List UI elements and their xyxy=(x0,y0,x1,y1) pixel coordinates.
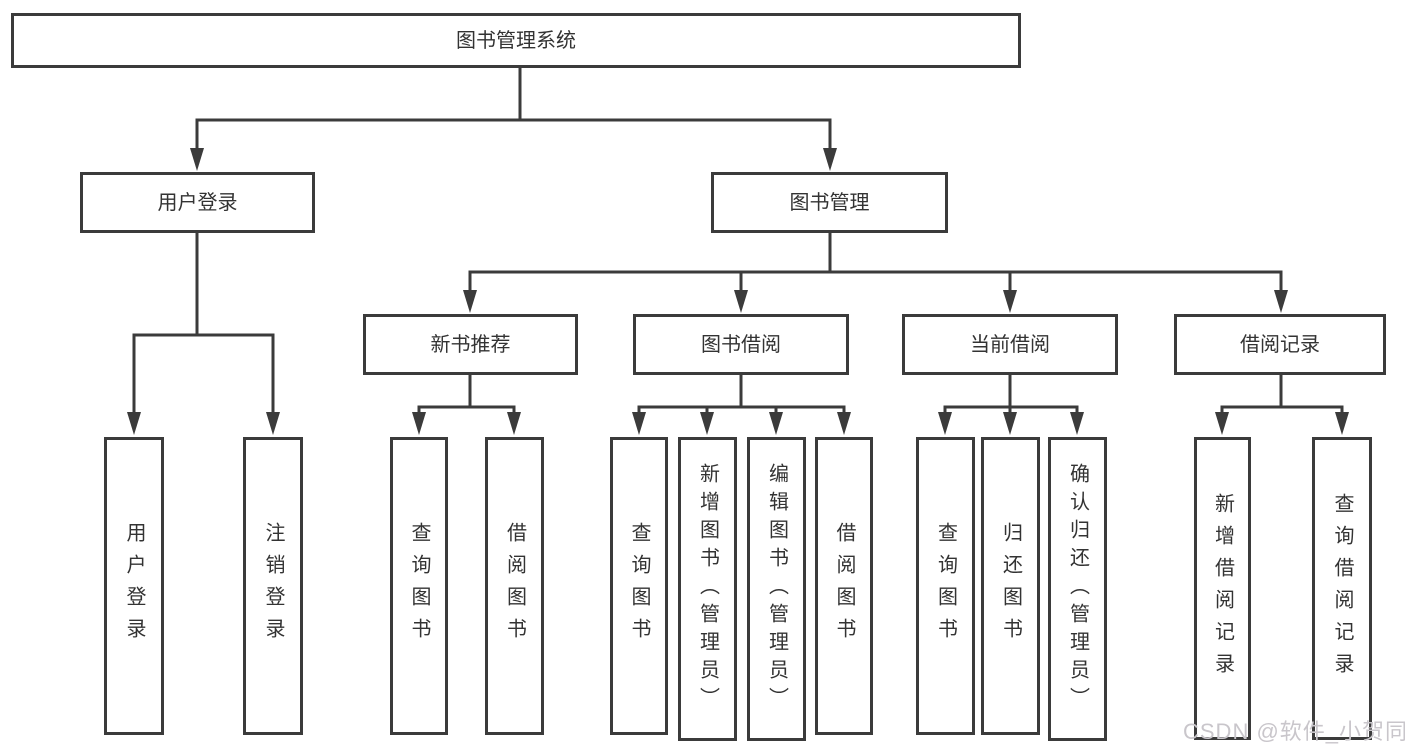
leaf-query-books-borrow-label: 查询图书 xyxy=(628,522,650,650)
node-current-borrow: 当前借阅 xyxy=(902,314,1118,375)
node-book-management: 图书管理 xyxy=(711,172,948,233)
arrow-head xyxy=(769,412,783,435)
leaf-query-books-current-label: 查询图书 xyxy=(934,522,957,650)
leaf-return-books: 归还图书 xyxy=(981,437,1040,735)
node-user-login-label: 用户登录 xyxy=(157,191,238,214)
arrow-head xyxy=(127,412,141,435)
leaf-add-borrow-record: 新增借阅记录 xyxy=(1194,437,1251,740)
arrow-head xyxy=(938,412,952,435)
leaf-query-borrow-record-label: 查询借阅记录 xyxy=(1331,492,1353,685)
leaf-logout-label: 注销登录 xyxy=(262,522,284,650)
arrow-head xyxy=(632,412,646,435)
leaf-borrow-books-recommend: 借阅图书 xyxy=(485,437,544,735)
arrow-head xyxy=(1335,412,1349,435)
leaf-query-books-current: 查询图书 xyxy=(916,437,975,735)
node-new-book-recommend: 新书推荐 xyxy=(363,314,578,375)
leaf-add-book-admin-label: 新增图书（管理员） xyxy=(696,463,719,715)
arrow-head xyxy=(1070,412,1084,435)
csdn-watermark: CSDN @软件_小贺同学 xyxy=(1183,719,1405,744)
leaf-return-books-label: 归还图书 xyxy=(999,522,1022,650)
node-borrow-record-label: 借阅记录 xyxy=(1240,333,1320,356)
leaf-query-books-recommend: 查询图书 xyxy=(390,437,448,735)
leaf-edit-book-admin-label: 编辑图书（管理员） xyxy=(765,463,788,715)
leaf-user-login-label: 用户登录 xyxy=(123,522,145,650)
leaf-borrow-books-label: 借阅图书 xyxy=(833,522,855,650)
node-root: 图书管理系统 xyxy=(11,13,1021,68)
leaf-query-books-borrow: 查询图书 xyxy=(610,437,668,735)
leaf-add-book-admin: 新增图书（管理员） xyxy=(678,437,737,741)
node-user-login: 用户登录 xyxy=(80,172,315,233)
leaf-confirm-return-admin: 确认归还（管理员） xyxy=(1048,437,1107,741)
arrow-head xyxy=(507,412,521,435)
leaf-borrow-books: 借阅图书 xyxy=(815,437,873,735)
node-book-management-label: 图书管理 xyxy=(789,191,870,214)
arrow-head xyxy=(463,290,477,313)
node-new-book-recommend-label: 新书推荐 xyxy=(430,333,511,356)
leaf-confirm-return-admin-label: 确认归还（管理员） xyxy=(1066,463,1089,715)
arrow-head xyxy=(1003,412,1017,435)
arrow-head xyxy=(837,412,851,435)
arrow-head xyxy=(190,148,204,171)
node-book-borrow-label: 图书借阅 xyxy=(701,333,781,356)
arrow-head xyxy=(412,412,426,435)
node-root-label: 图书管理系统 xyxy=(456,29,576,52)
arrow-head xyxy=(1003,290,1017,313)
arrow-head xyxy=(1274,290,1288,313)
arrow-head xyxy=(1215,412,1229,435)
arrow-head xyxy=(266,412,280,435)
node-current-borrow-label: 当前借阅 xyxy=(970,333,1050,356)
leaf-edit-book-admin: 编辑图书（管理员） xyxy=(747,437,806,741)
leaf-add-borrow-record-label: 新增借阅记录 xyxy=(1211,492,1234,685)
arrow-head xyxy=(700,412,714,435)
leaf-query-borrow-record: 查询借阅记录 xyxy=(1312,437,1372,740)
leaf-user-login: 用户登录 xyxy=(104,437,164,735)
arrow-head xyxy=(734,290,748,313)
leaf-query-books-recommend-label: 查询图书 xyxy=(408,522,430,650)
node-book-borrow: 图书借阅 xyxy=(633,314,849,375)
leaf-logout: 注销登录 xyxy=(243,437,303,735)
arrow-head xyxy=(823,148,837,171)
leaf-borrow-books-recommend-label: 借阅图书 xyxy=(503,522,526,650)
node-borrow-record: 借阅记录 xyxy=(1174,314,1386,375)
